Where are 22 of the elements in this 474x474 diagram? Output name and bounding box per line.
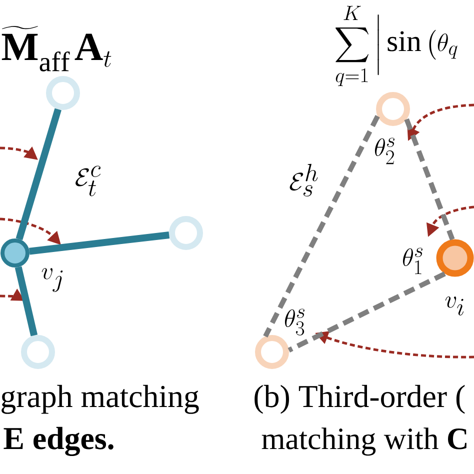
dashed-edge bbox=[404, 118, 455, 240]
graph-vertex bbox=[0, 238, 30, 268]
graph-edge bbox=[16, 108, 62, 240]
edge-set-label: $\mathcal{E}_{t}^{c}$ bbox=[76, 166, 101, 196]
edge-set-label: $\mathcal{E}_{s}^{h}$ bbox=[290, 164, 318, 196]
angle-label: $\theta_{3}^{s}$ bbox=[284, 308, 305, 336]
angle-label: $\theta_{1}^{s}$ bbox=[402, 248, 423, 274]
graph-vertex bbox=[21, 335, 55, 369]
dashed-edge bbox=[263, 115, 380, 338]
caption-text: matching with C bbox=[262, 428, 466, 456]
vertex-label: $v_{j}$ bbox=[42, 268, 63, 292]
vertex-label: $v_{i}$ bbox=[445, 296, 464, 316]
angle-label: $\theta_{2}^{s}$ bbox=[374, 138, 395, 164]
graph-vertex bbox=[376, 92, 410, 126]
graph-edge bbox=[29, 232, 170, 255]
graph-edge bbox=[14, 266, 38, 336]
graph-vertex bbox=[436, 239, 474, 277]
dashed-edge bbox=[288, 271, 446, 352]
graph-vertex bbox=[169, 216, 203, 250]
graph-vertex bbox=[255, 335, 289, 369]
caption-text: E edges. bbox=[4, 426, 114, 456]
graph-vertex bbox=[46, 76, 80, 110]
